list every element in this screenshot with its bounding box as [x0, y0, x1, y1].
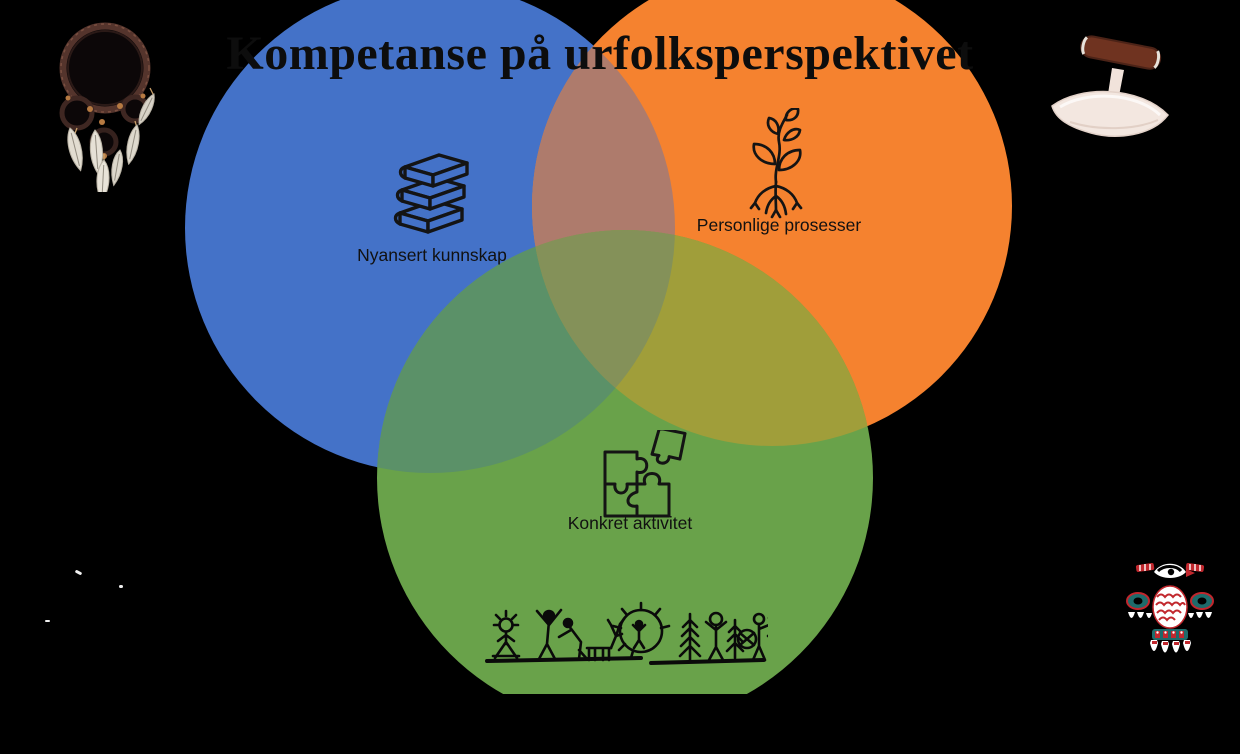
label-konkret-aktivitet: Konkret aktivitet — [567, 513, 693, 533]
dreamcatcher — [59, 22, 155, 192]
totem-thunderbird — [1126, 563, 1214, 653]
label-nyansert-kunnskap: Nyansert kunnskap — [357, 245, 507, 265]
white-speck — [45, 620, 50, 622]
petroglyph-rock-art — [485, 601, 768, 665]
overlap-knowledge-activity — [377, 230, 675, 473]
label-personlige-prosesser: Personlige prosesser — [696, 215, 862, 235]
ulu-knife — [1051, 35, 1169, 137]
puzzle-pieces-icon — [603, 430, 687, 518]
books-icon — [393, 153, 469, 234]
plant-with-roots-icon — [749, 108, 803, 219]
overlap-processes-activity — [532, 230, 873, 446]
white-speck — [119, 585, 123, 588]
